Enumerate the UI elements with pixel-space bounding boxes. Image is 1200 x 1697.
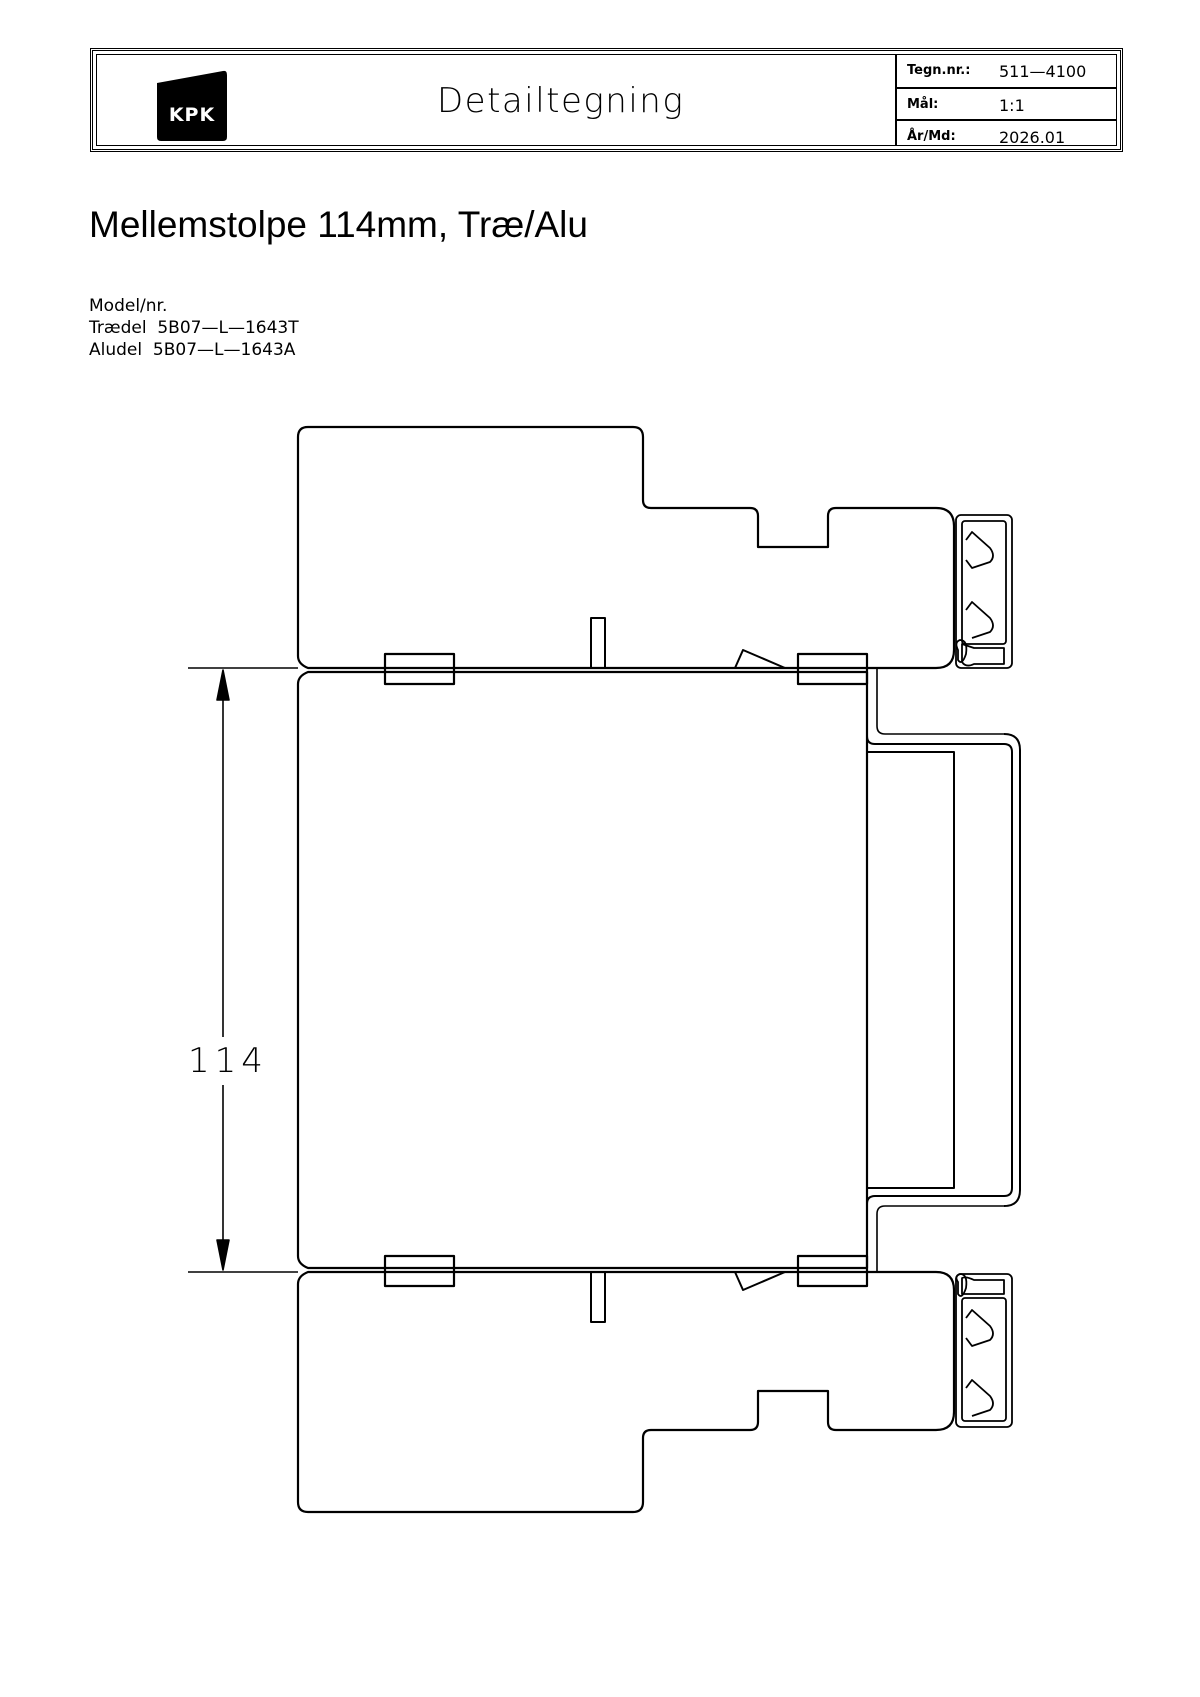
bottom-dowel: [590, 1271, 606, 1323]
title-block-meta: Tegn.nr.: 511—4100 Mål: 1:1 År/Md: 2026.…: [895, 55, 1116, 147]
document-type: Detailtegning: [437, 81, 685, 121]
bottom-right-tenon: [796, 1254, 869, 1288]
kpk-logo-icon: KPK: [157, 70, 227, 141]
mullion-alu-inner-wall: [867, 751, 955, 1189]
scale-value: 1:1: [999, 96, 1025, 115]
date-value: 2026.01: [999, 128, 1066, 147]
model-alu-label: Aludel: [89, 340, 143, 360]
top-left-tenon: [383, 652, 456, 686]
model-alu-code: 5B07—L—1643A: [152, 340, 296, 360]
mullion-alu-cover: [866, 668, 1013, 1272]
model-line-wood: Trædel 5B07—L—1643T: [89, 317, 299, 339]
model-wood-code: 5B07—L—1643T: [157, 318, 299, 338]
dimension-arrow-bottom-icon: [216, 1239, 230, 1271]
model-line-alu: Aludel 5B07—L—1643A: [89, 339, 299, 361]
model-info: Model/nr. Trædel 5B07—L—1643T Aludel 5B0…: [89, 295, 299, 361]
mullion-wood-profile: [296, 670, 869, 1270]
mullion-alu-outer-wall: [1003, 733, 1021, 1207]
title-block-inner: KPK Detailtegning Tegn.nr.: 511—4100 Mål…: [96, 54, 1117, 147]
top-right-tenon: [796, 652, 869, 686]
dimension-arrow-top-icon: [216, 669, 230, 701]
date-row: År/Md: 2026.01: [897, 119, 1116, 153]
model-wood-label: Trædel: [89, 318, 147, 338]
scale-row: Mål: 1:1: [897, 87, 1116, 121]
mullion-alu-cover-inner: [876, 668, 1004, 1272]
kpk-logo: KPK: [153, 69, 231, 141]
top-wedge: [734, 649, 786, 669]
drawing-number-label: Tegn.nr.:: [907, 63, 971, 78]
dimension-label: 114: [188, 1037, 268, 1085]
scale-label: Mål:: [907, 97, 939, 112]
top-alu-clip: [955, 514, 1013, 669]
title-block: KPK Detailtegning Tegn.nr.: 511—4100 Mål…: [90, 48, 1123, 152]
drawing-number-row: Tegn.nr.: 511—4100: [897, 55, 1116, 87]
dimension-114: [188, 667, 298, 1273]
top-sash-profile: [296, 425, 956, 670]
top-dowel: [590, 617, 606, 669]
model-heading: Model/nr.: [89, 296, 168, 316]
bottom-sash-profile: [296, 1270, 956, 1514]
bottom-left-tenon: [383, 1254, 456, 1288]
drawing-number-value: 511—4100: [999, 62, 1087, 81]
bottom-wedge: [734, 1271, 786, 1291]
page-title: Mellemstolpe 114mm, Træ/Alu: [89, 204, 588, 245]
bottom-alu-clip: [955, 1273, 1013, 1428]
date-label: År/Md:: [907, 129, 956, 144]
svg-text:KPK: KPK: [169, 104, 216, 126]
